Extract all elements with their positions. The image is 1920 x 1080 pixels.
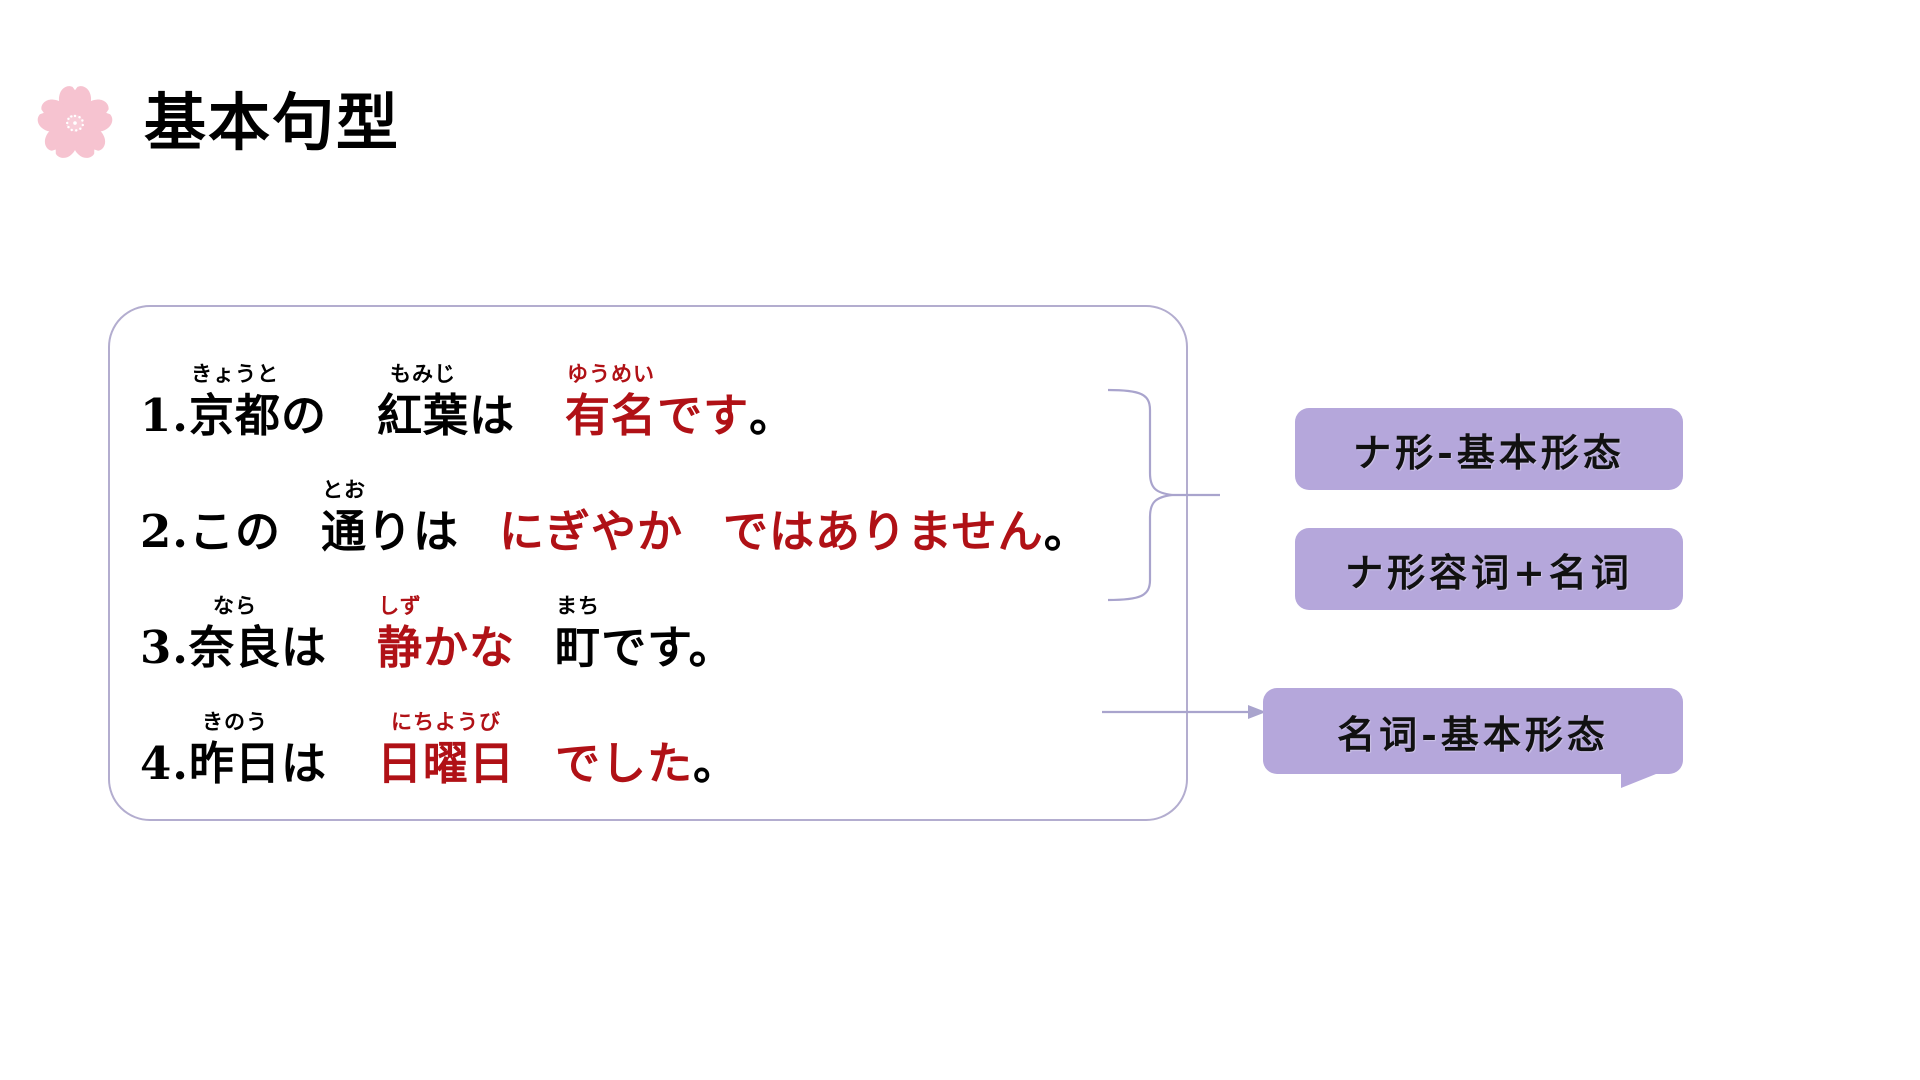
label-chip-na-adj-plus-noun[interactable]: ナ形容词+名词 [1295,528,1683,610]
sentence-segment: ゆうめい有名 [565,364,657,441]
sentence-segment: きょうと京都 [189,364,281,441]
sentence-panel: 1. きょうと京都 の もみじ紅葉 は ゆうめい有名 です 。 2.この とお通… [108,305,1188,821]
sentence-segment: 3. [140,596,189,673]
sentence-segment: は [469,364,515,441]
base-text: 昨日 [188,737,281,791]
sentence-segment: にちようび日曜日 [377,712,515,789]
base-text: 2.この [140,505,281,559]
sentence-segment: しず静 [377,596,423,673]
base-text: 3. [140,621,189,675]
sentence-segment: ではありません [723,480,1044,557]
sentence-segment: 4. [140,712,189,789]
furigana: ゆうめい [567,362,656,387]
base-text: 4. [140,737,189,791]
page-title: 基本句型 [144,86,401,159]
base-text: は [281,621,328,675]
sentence-segment: りは [367,480,459,557]
furigana: にちようび [391,710,502,735]
sentence-segment: とお通 [321,480,367,557]
list-item: 2.この とお通 りは にぎやか ではありません 。 [140,441,1180,557]
base-text: 。 [749,389,796,443]
furigana: なら [212,594,257,619]
base-text: 京都 [188,389,281,443]
slide-header: 基本句型 [34,82,400,164]
list-item: 1. きょうと京都 の もみじ紅葉 は ゆうめい有名 です 。 [140,325,1180,441]
base-text: は [281,737,328,791]
base-text: 日曜日 [377,737,516,791]
list-item: 4. きのう昨日 は にちようび日曜日 でした 。 [140,673,1180,789]
sentence-segment: 2.この [140,480,281,557]
base-text: です。 [601,621,735,675]
label-chip-noun-basic-form[interactable]: 名词-基本形态 [1263,688,1683,788]
base-text: りは [367,505,460,559]
sentence-segment: きのう昨日 [189,712,281,789]
sentence-segment: まち町 [555,596,601,673]
list-item: 3. なら奈良 は しず静 かな まち町 です。 [140,557,1180,673]
base-text: 奈良 [188,621,281,675]
label-chip-na-adj-basic-form[interactable]: ナ形-基本形态 [1295,408,1683,490]
base-text: でした [555,737,694,791]
sentence-segment: です [657,364,749,441]
sentence-segment: なら奈良 [189,596,281,673]
sentence-segment: 1. [140,364,189,441]
sentence-segment: は [281,712,327,789]
furigana: まち [556,594,601,619]
furigana: しず [378,594,422,619]
sentence-segment: の [281,364,327,441]
sentence-segment: 。 [693,712,739,789]
base-text: 。 [693,737,740,791]
furigana: とお [321,478,366,503]
sentence-segment: でした [555,712,693,789]
sentence-segment: 。 [749,364,795,441]
sentence-segment: かな [423,596,515,673]
base-text: 静 [377,621,424,675]
sentence-segment: は [281,596,327,673]
base-text: です [657,389,750,443]
base-text: 。 [1043,505,1090,559]
base-text: 紅葉 [377,389,470,443]
base-text: 町 [555,621,602,675]
furigana: もみじ [390,362,457,387]
sentence-segment: もみじ紅葉 [377,364,469,441]
base-text: の [281,389,328,443]
sakura-flower-icon [37,86,113,158]
base-text: 通 [320,505,367,559]
base-text: ではありません [723,505,1044,559]
sentence-segment: です。 [601,596,735,673]
base-text: かな [423,621,516,675]
base-text: は [469,389,516,443]
base-text: にぎやか [499,505,684,559]
base-text: 1. [140,389,189,443]
sentence-segment: にぎやか [499,480,683,557]
sentence-segment: 。 [1044,480,1090,557]
sentence-list: 1. きょうと京都 の もみじ紅葉 は ゆうめい有名 です 。 2.この とお通… [140,325,1180,789]
furigana: きょうと [190,362,279,387]
furigana: きのう [201,710,268,735]
base-text: 有名 [565,389,658,443]
